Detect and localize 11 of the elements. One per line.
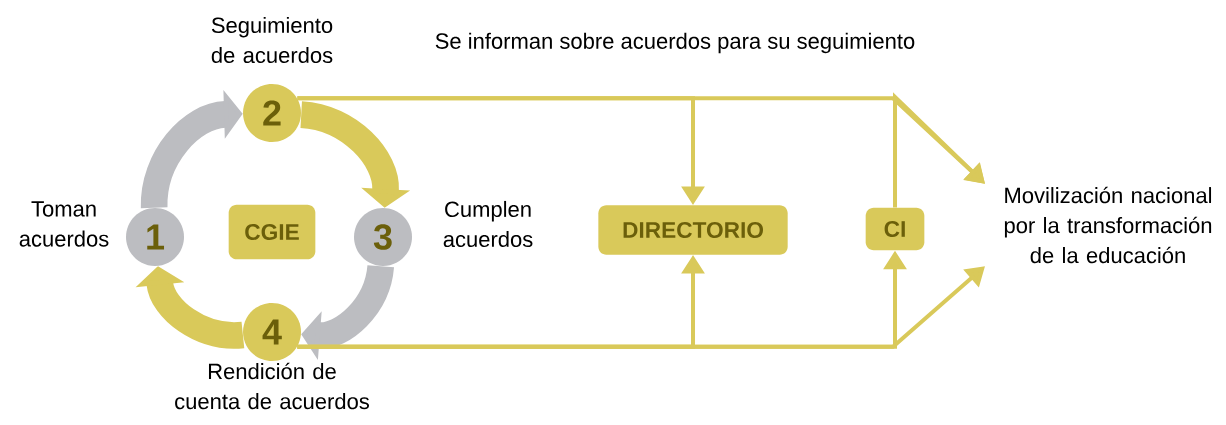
step-caption: Rendición de cuenta de acuerdos xyxy=(175,362,369,410)
arrow xyxy=(893,92,985,208)
label-box: DIRECTORIO xyxy=(598,205,788,255)
annotation-text: Se informan sobre acuerdos para su seguimiento xyxy=(435,32,915,54)
arrow xyxy=(297,266,985,349)
step-caption: Seguimiento de acuerdos xyxy=(211,16,333,64)
label-box: CGIE xyxy=(228,204,316,260)
step-caption: Toman acuerdos xyxy=(19,201,109,247)
cycle-arrow xyxy=(299,101,411,208)
step-caption: Cumplen acuerdos xyxy=(443,200,533,248)
goal-text: Movilización nacional por la transformación de la educación xyxy=(1004,186,1212,264)
